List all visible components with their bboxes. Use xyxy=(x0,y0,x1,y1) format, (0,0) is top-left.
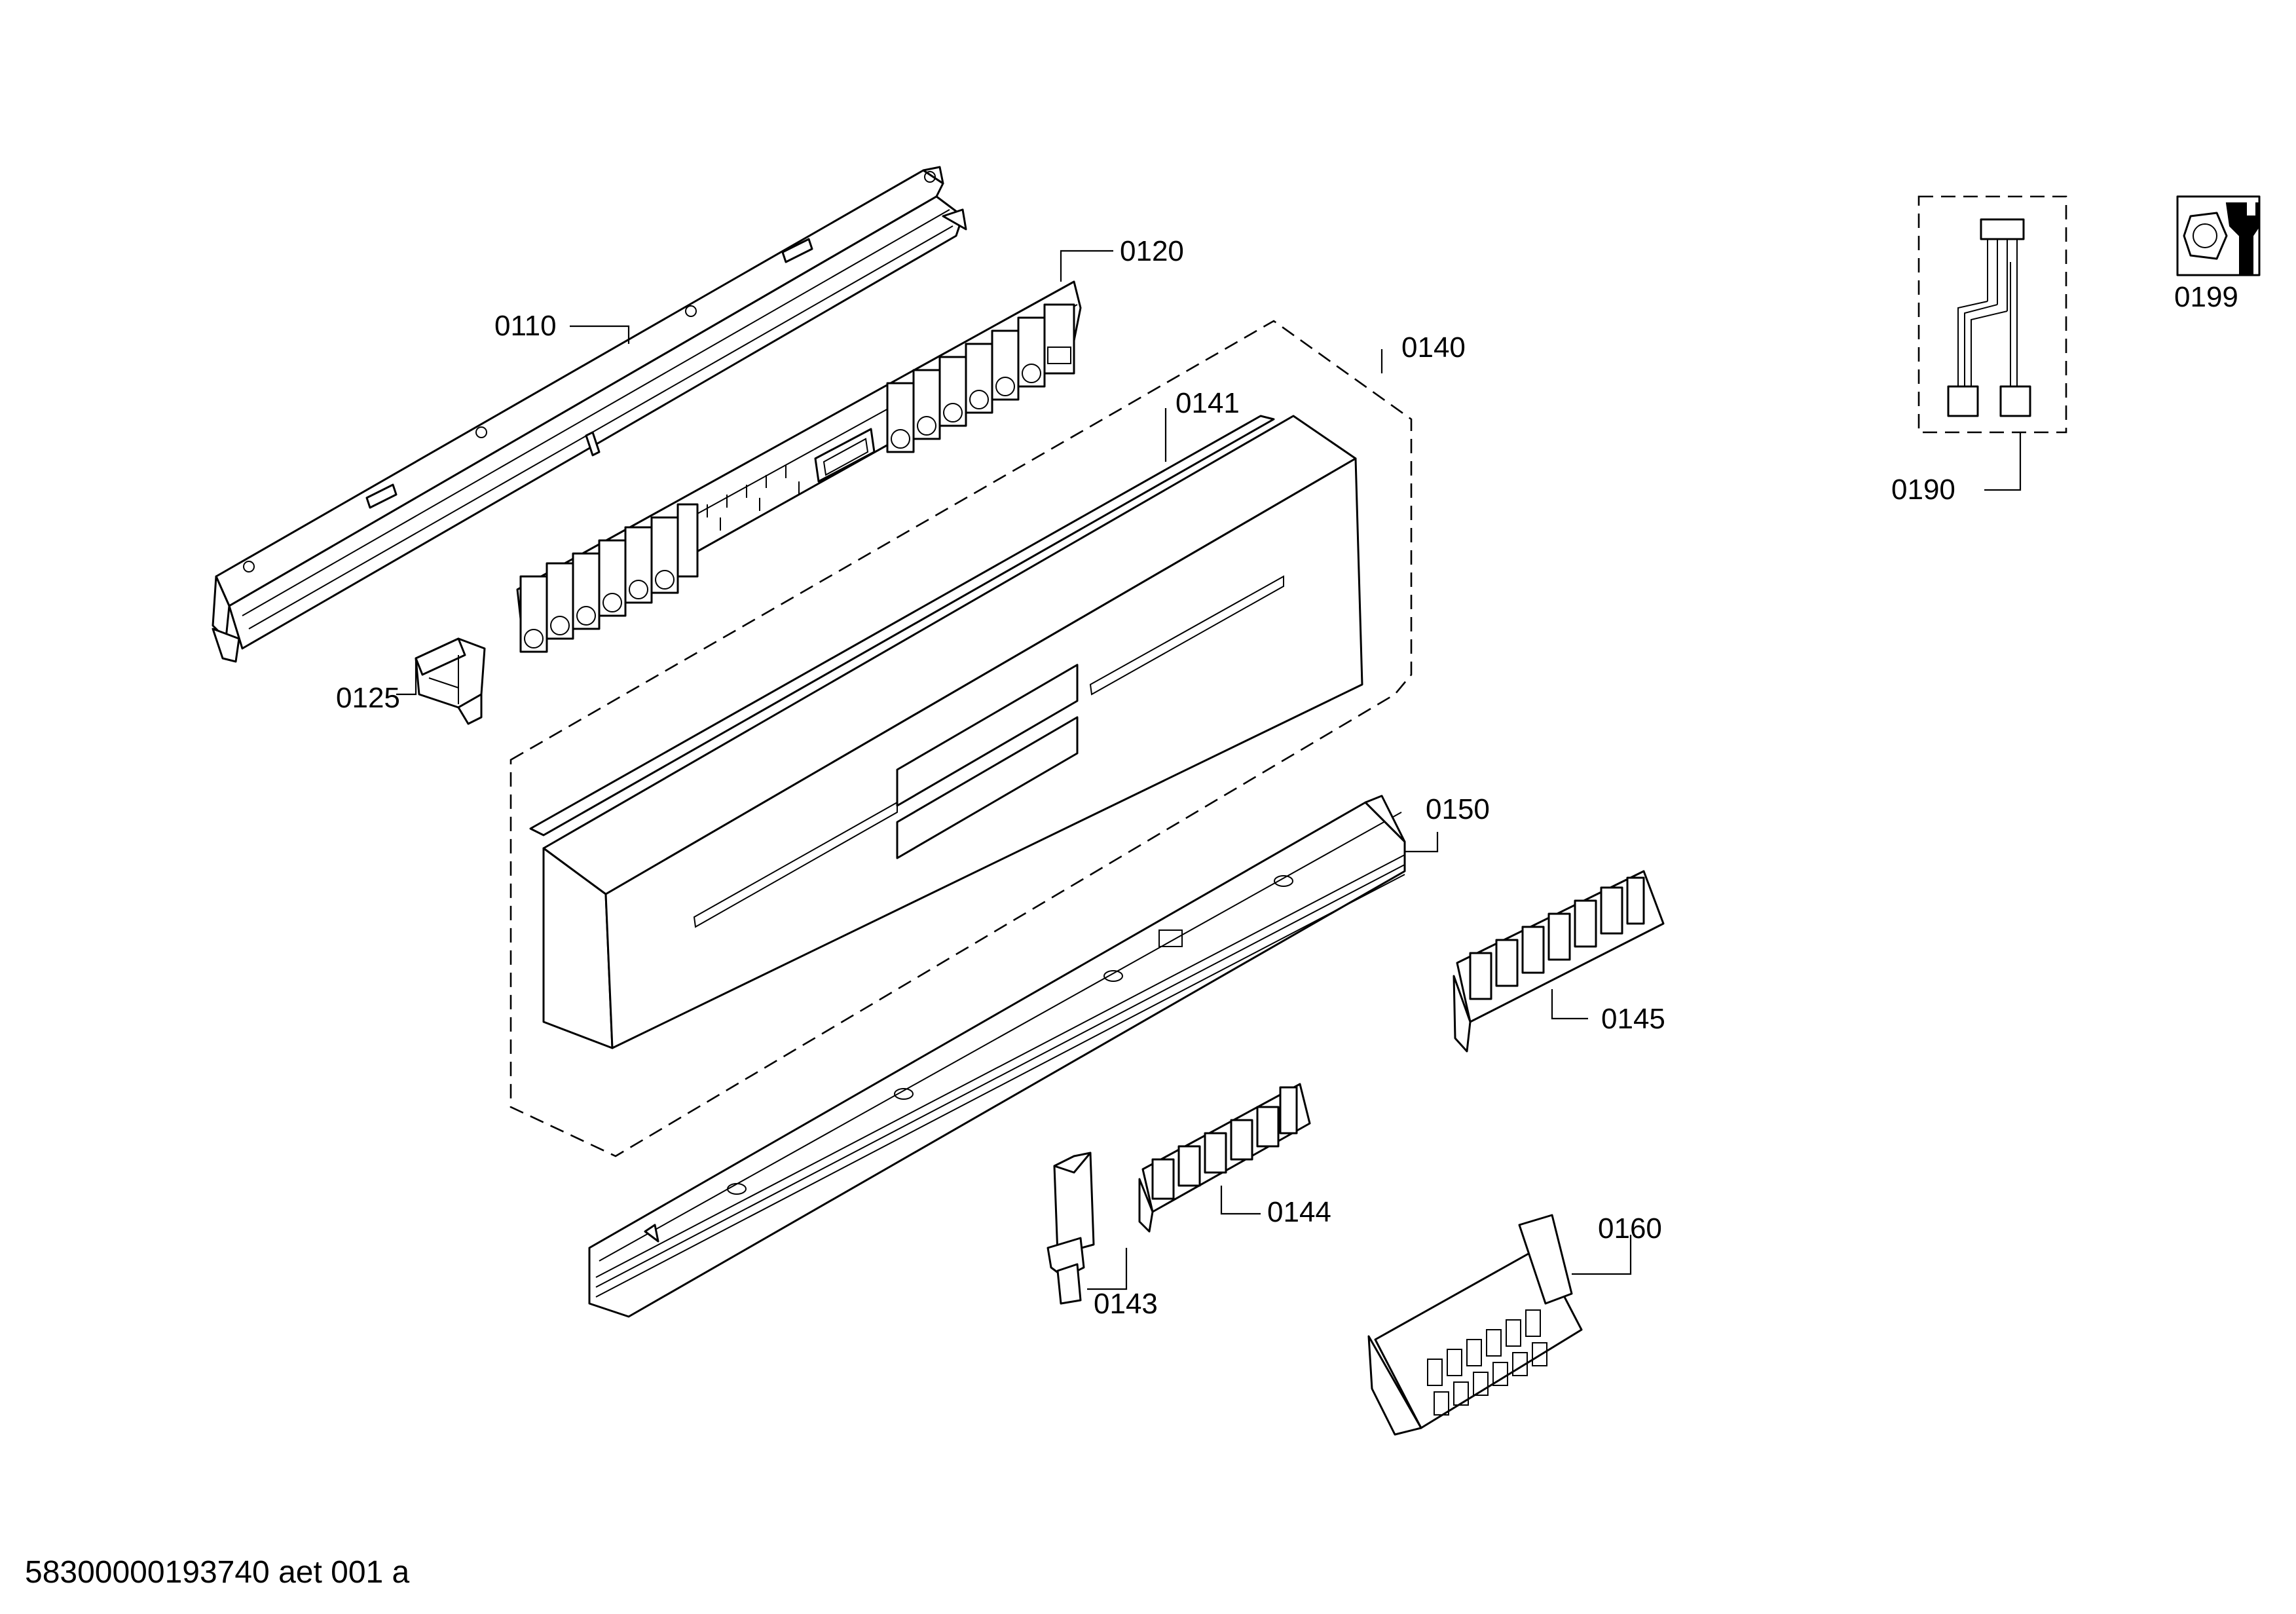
part-0141-panel-front[interactable] xyxy=(529,415,1363,1049)
part-0143-latch[interactable] xyxy=(1046,1152,1095,1305)
part-0145-button-bracket[interactable] xyxy=(1453,870,1665,1053)
label-0120[interactable]: 0120 xyxy=(1120,235,1184,267)
label-0160[interactable]: 0160 xyxy=(1598,1212,1662,1245)
group-0140-outline xyxy=(509,320,1413,1157)
part-0120-control-board[interactable] xyxy=(516,280,1082,653)
label-0140[interactable]: 0140 xyxy=(1401,331,1466,364)
label-0199[interactable]: 0199 xyxy=(2174,281,2238,313)
label-0143[interactable]: 0143 xyxy=(1094,1288,1158,1320)
part-0150-lower-strip[interactable] xyxy=(588,795,1406,1318)
leader-lines xyxy=(396,250,2022,1290)
part-0190-wire-harness[interactable] xyxy=(1917,195,2067,434)
part-0125-clip[interactable] xyxy=(415,637,486,725)
label-0190[interactable]: 0190 xyxy=(1891,474,1955,506)
label-0110[interactable]: 0110 xyxy=(494,310,557,342)
label-0150[interactable]: 0150 xyxy=(1426,793,1490,825)
label-0141[interactable]: 0141 xyxy=(1176,387,1240,419)
label-0125[interactable]: 0125 xyxy=(336,682,400,714)
part-0160-connector-block[interactable] xyxy=(1367,1214,1583,1436)
part-0144-button-bracket[interactable] xyxy=(1138,1083,1311,1233)
label-0144[interactable]: 0144 xyxy=(1267,1196,1331,1228)
document-id: 58300000193740 aet 001 a xyxy=(25,1555,410,1590)
service-tool-icon[interactable] xyxy=(2176,195,2261,276)
part-0110-mounting-rail[interactable] xyxy=(212,166,967,663)
label-0145[interactable]: 0145 xyxy=(1601,1003,1665,1035)
